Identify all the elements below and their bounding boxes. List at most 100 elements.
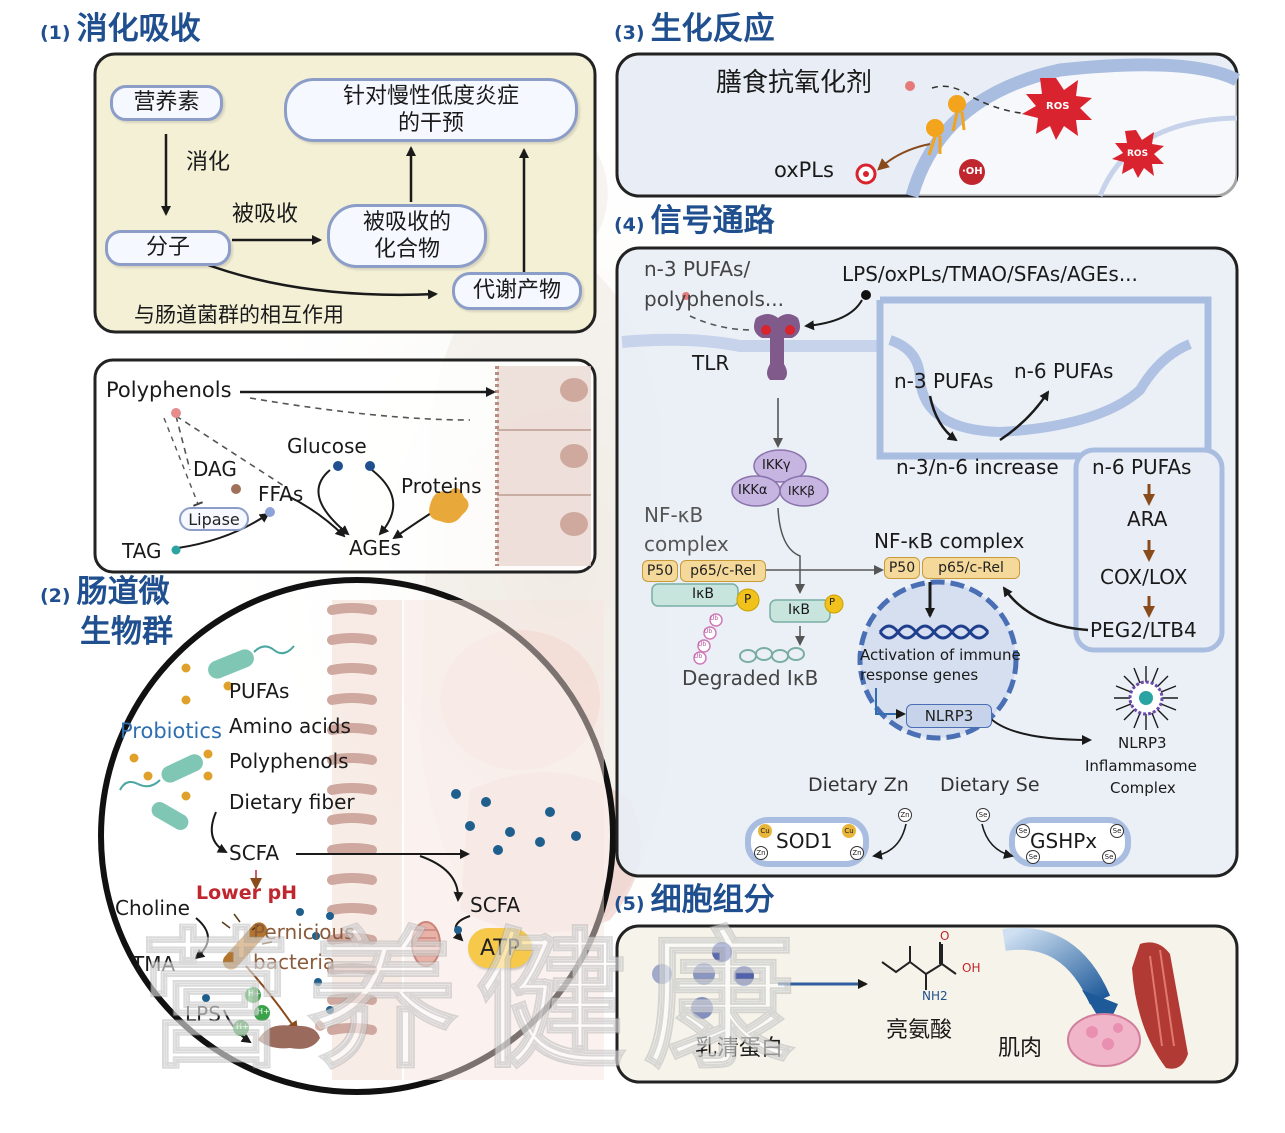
section-title-biochemical: (3)生化反应	[614, 11, 775, 47]
phospho-left-label: P	[744, 592, 752, 606]
arrow-genes-nlrp3	[875, 688, 906, 719]
inhibit-tlr	[689, 315, 753, 331]
n3-polyphenols-label: n-3 PUFAs/	[644, 257, 751, 281]
p65-right: p65/c-Rel	[922, 557, 1020, 579]
ub-4: Ub	[694, 653, 703, 660]
protein-blob	[429, 487, 469, 523]
ikb-left-label: IκB	[692, 586, 714, 602]
zn-ion-source: Zn	[898, 808, 912, 822]
ub-1: Ub	[710, 615, 719, 622]
nucleus	[857, 579, 1019, 741]
inflammasome-label-1: NLRP3	[1118, 734, 1167, 752]
lipase-enzyme: Lipase	[179, 507, 249, 531]
inhibit-lipase-dashed	[175, 415, 191, 471]
ikk-gamma-label: IKKγ	[762, 458, 791, 473]
phospho-left	[736, 588, 760, 612]
arrow-scfa-atp	[452, 915, 471, 942]
activation-label: Activation of immune	[860, 646, 1021, 664]
se-ion-1: Se	[1016, 824, 1030, 838]
section-title-signaling: (4)信号通路	[614, 203, 775, 239]
ros-label-2: ROS	[1127, 149, 1149, 159]
hydroxyl-radical	[959, 159, 985, 185]
inflammasome-label-3: Complex	[1110, 779, 1176, 797]
choline-label: Choline	[115, 896, 190, 920]
leucine-label: 亮氨酸	[886, 1018, 953, 1043]
ub-3: Ub	[698, 641, 707, 648]
sod1-label: SOD1	[776, 829, 833, 853]
oxpls-core	[863, 171, 869, 177]
membrane-curve	[888, 335, 1192, 438]
tma-label: TMA	[132, 952, 176, 976]
se-ion-source: Se	[976, 808, 990, 822]
sod1-shape	[745, 817, 869, 867]
probiotics-label: Probiotics	[120, 719, 222, 743]
tag-dot	[171, 545, 181, 555]
leucine-structure	[881, 942, 957, 990]
ages-label: AGEs	[349, 536, 401, 560]
dietary-se-label: Dietary Se	[940, 774, 1040, 796]
section-title-digestion: (1)消化吸收	[40, 11, 201, 47]
digestion-label: 消化	[186, 150, 231, 175]
nfkb-left-label: NF-κB	[644, 503, 704, 527]
ikb-right-label: IκB	[788, 602, 810, 618]
zn-ion-2: Zn	[850, 846, 864, 860]
arrow-ikk-ikb	[777, 507, 805, 594]
section-title-gut-microbiota-line2: 生物群	[80, 614, 173, 650]
h-ion-1: H+	[248, 989, 261, 998]
ffa-dot	[265, 507, 275, 517]
muscle-tissue	[1067, 942, 1188, 1069]
amino-acids-label: Amino acids	[229, 714, 351, 738]
metabolites-node: 代谢产物	[452, 272, 582, 310]
glucose-dot-1	[333, 461, 343, 471]
absorbed-compounds-node: 被吸收的化合物	[327, 204, 487, 268]
gshpx-shape	[1009, 817, 1131, 867]
ratio-increase-label: n-3/n-6 increase	[896, 455, 1059, 479]
leucine-o: O	[940, 929, 950, 943]
ffas-label: FFAs	[258, 482, 304, 506]
proteins-label: Proteins	[401, 474, 482, 498]
whey-protein-spheres	[652, 942, 754, 1019]
hydrogen-ions	[233, 987, 270, 1036]
cell-membrane	[905, 58, 1240, 198]
pufas-label: PUFAs	[229, 679, 290, 703]
arrow-to-metabolites	[199, 260, 438, 300]
nlrp3-box: NLRP3	[906, 704, 992, 728]
section-title-gut-microbiota: (2)肠道微	[40, 574, 170, 610]
arrow-glucose-ages-2	[371, 469, 395, 536]
degraded-ikb-label: Degraded IκB	[682, 666, 819, 690]
arrow-lps-tlr	[804, 299, 863, 331]
arrow-glucose-ages	[317, 469, 350, 536]
cascade-step-2: ARA	[1127, 507, 1168, 531]
pernicious-bacteria-label: Pernicious	[253, 920, 355, 944]
dietary-fiber-label: Dietary fiber	[229, 790, 355, 814]
arrow-tag-ffa	[177, 512, 270, 549]
ikk-complex	[731, 449, 829, 507]
scfa-label: SCFA	[229, 841, 280, 865]
tlr-receptor	[754, 314, 800, 380]
glucose-label: Glucose	[287, 434, 367, 458]
ikk-beta-label: IKKβ	[788, 484, 815, 498]
molecules-node: 分子	[105, 230, 231, 266]
antioxidants-label: 膳食抗氧化剂	[716, 68, 873, 98]
muscle-label: 肌肉	[998, 1036, 1043, 1061]
polyphenol-dot	[171, 408, 181, 418]
nfkb-left-label-2: complex	[644, 532, 729, 556]
arrow-nlrp3-inflammasome	[987, 715, 1092, 745]
enterocytes	[495, 366, 591, 566]
arrow-fiber-scfa	[210, 811, 228, 853]
lower-ph-label: Lower pH	[196, 882, 298, 904]
antioxidant-dot	[905, 81, 915, 91]
probiotic-bacteria	[119, 645, 295, 830]
ub-2: Ub	[704, 628, 713, 635]
phospho-right	[824, 594, 844, 614]
inflammasome-icon	[1114, 666, 1178, 730]
inflammasome-label-2: Inflammasome	[1085, 757, 1197, 775]
atp-badge: ATP	[468, 928, 532, 968]
oh-radical-label: ·OH	[962, 166, 983, 177]
n3-pufas-label: n-3 PUFAs	[894, 369, 994, 393]
degraded-ikb-fragments	[739, 647, 805, 663]
activation-label-2: response genes	[860, 666, 979, 684]
p50-left: P50	[642, 560, 678, 582]
cascade-step-1: n-6 PUFAs	[1092, 455, 1192, 479]
pernicious-bacterium	[221, 913, 325, 1049]
